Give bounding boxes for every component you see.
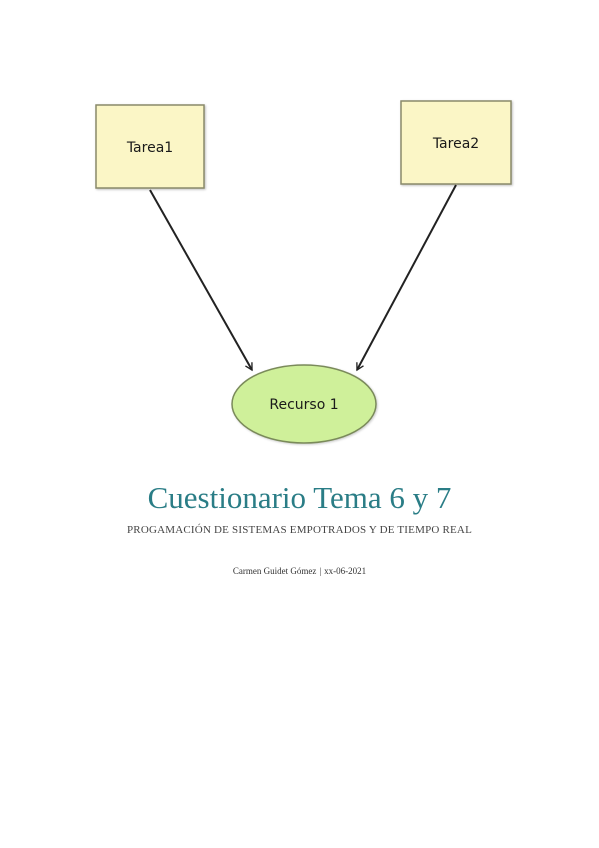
node-resource: Recurso 1 bbox=[231, 364, 377, 444]
document-subtitle: PROGAMACIÓN DE SISTEMAS EMPOTRADOS Y DE … bbox=[126, 524, 472, 536]
node-task2: Tarea2 bbox=[400, 100, 512, 185]
author-name: Carmen Guidet Gómez bbox=[232, 566, 317, 576]
arrow-task1-to-resource bbox=[149, 189, 253, 372]
node-resource-label: Recurso 1 bbox=[269, 397, 338, 413]
node-task1: Tarea1 bbox=[95, 104, 205, 189]
node-task1-label: Tarea1 bbox=[126, 140, 173, 156]
task-resource-diagram: Tarea1 Tarea2 Recurso 1 bbox=[95, 100, 512, 444]
author-date-line: Carmen Guidet Gómez|xx-06-2021 bbox=[0, 566, 599, 576]
node-task2-label: Tarea2 bbox=[432, 136, 479, 152]
separator: | bbox=[319, 566, 322, 576]
arrow-task2-to-resource bbox=[356, 184, 457, 372]
document-title: Cuestionario Tema 6 y 7 bbox=[147, 480, 452, 515]
document-date: xx-06-2021 bbox=[324, 566, 367, 576]
